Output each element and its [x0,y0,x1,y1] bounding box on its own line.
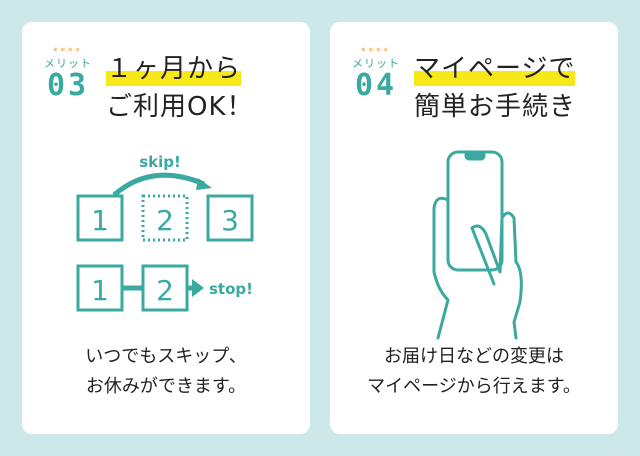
box-2-skipped [141,194,189,242]
merit-label: メリット [352,57,400,70]
card-title: マイページで 簡単お手続き [414,50,576,126]
desc-line-2: マイページから行えます。 [367,376,581,397]
box-1-label: 1 [91,204,109,237]
arrow-head-icon [196,178,212,190]
card-title: １ヶ月から ご利用OK！ [106,50,254,126]
desc-line-2: お休みができます。 [85,376,247,397]
box-3 [206,194,254,242]
stop-label: stop! [209,280,253,298]
merit-card-04: **** メリット 04 マイページで 簡単お手続き お届け日などの変更は マイ… [330,22,618,434]
merit-number: 04 [354,68,398,103]
skip-arc [112,172,205,197]
title-line-1: マイページで [414,50,576,88]
stars-icon: **** [361,47,391,57]
skip-label: skip! [139,153,181,171]
title-line-1: １ヶ月から [106,50,242,88]
skip-diagram: skip! 1 2 3 1 2 stop! [76,153,254,312]
merit-badge: **** メリット 03 [40,48,96,102]
title-line-2: ご利用OK！ [106,92,254,122]
merit-card-03: **** メリット 03 １ヶ月から ご利用OK！ skip! 1 2 3 1 … [22,22,310,434]
card-description: お届け日などの変更は マイページから行えます。 [330,342,618,402]
title-line-2: 簡単お手続き [414,92,577,122]
box-stop-2-label: 2 [156,274,174,307]
merit-number: 03 [46,68,90,103]
stars-icon: **** [53,47,83,57]
card-description: いつでもスキップ、 お休みができます。 [22,342,310,402]
merit-label: メリット [44,57,92,70]
stop-arrow-icon [192,279,204,297]
box-stop-1-label: 1 [91,274,109,307]
desc-line-1: お届け日などの変更は [384,346,564,367]
box-2-label: 2 [156,204,174,237]
box-3-label: 3 [221,204,239,237]
desc-line-1: いつでもスキップ、 [85,346,247,367]
box-1 [76,194,124,242]
hand-phone-icon [432,150,523,340]
merit-badge: **** メリット 04 [348,48,404,102]
